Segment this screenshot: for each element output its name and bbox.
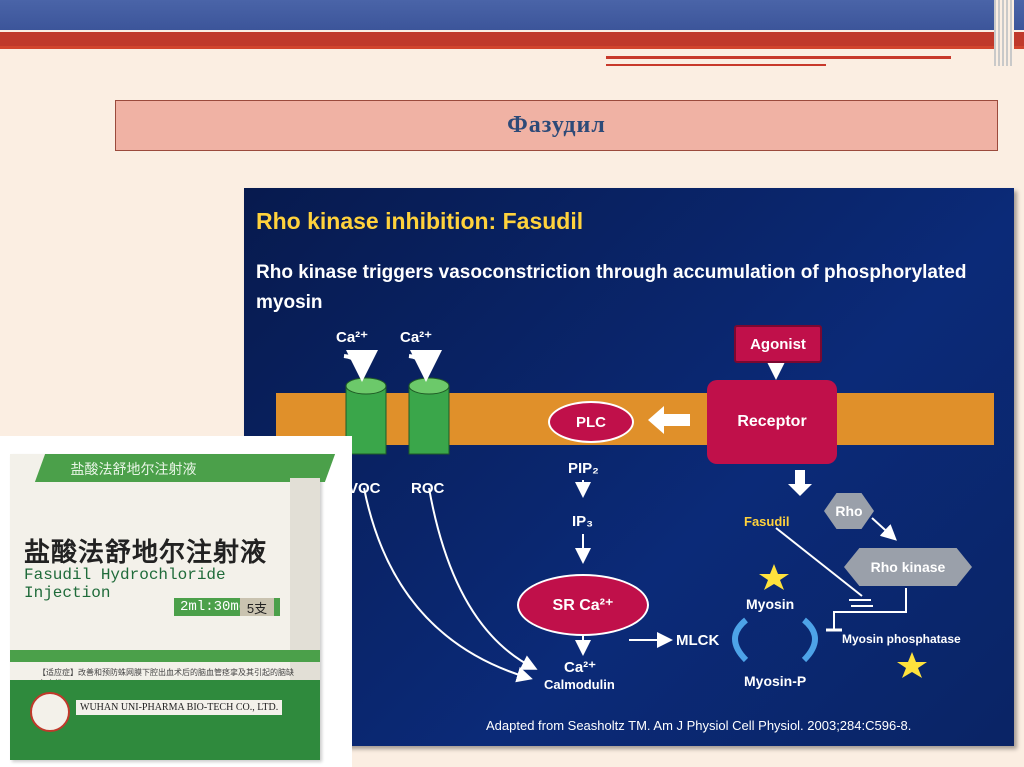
header-band-blue — [0, 0, 1024, 30]
label-ca-calmodulin: Ca²⁺ — [564, 659, 597, 676]
label-pip2: PIP₂ — [568, 460, 599, 477]
company-logo-icon — [30, 692, 70, 732]
package-green-band — [10, 650, 320, 662]
rho-to-rhokinase-arrow — [871, 517, 897, 541]
diagram-graphics — [276, 349, 994, 683]
voc-channel — [345, 377, 387, 455]
activation-star — [759, 564, 789, 590]
label-calmodulin: Calmodulin — [544, 677, 615, 692]
node-plc: PLC — [548, 401, 634, 443]
myosin-cycle-arrow — [801, 617, 818, 663]
package-box: 盐酸法舒地尔注射液 盐酸法舒地尔注射液 Fasudil Hydrochlorid… — [10, 454, 336, 760]
fasudil-inhibition-line — [775, 527, 863, 597]
rhokinase-inhibition-line — [833, 588, 907, 630]
package-name-en: Fasudil Hydrochloride Injection — [24, 566, 226, 602]
slide-title: Фазудил — [507, 112, 606, 138]
decor-stripe — [606, 56, 951, 59]
roc-flux-curve — [428, 487, 538, 670]
header-band-red-line — [0, 46, 1024, 49]
label-myosin-phosphatase: Myosin phosphatase — [842, 632, 961, 646]
node-sr-ca: SR Ca²⁺ — [517, 574, 649, 636]
header-band-red — [0, 32, 1024, 46]
node-receptor: Receptor — [707, 380, 837, 464]
voc-flux-curve — [363, 487, 533, 683]
receptor-to-rho-arrow — [788, 470, 812, 496]
label-roc: ROC — [411, 480, 445, 497]
decor-stripe — [606, 64, 826, 66]
label-myosin-p: Myosin-P — [744, 673, 807, 689]
activation-star — [897, 652, 927, 678]
receptor-to-plc-arrow — [648, 406, 690, 434]
label-fasudil: Fasudil — [744, 514, 790, 529]
figure-title: Rho kinase inhibition: Fasudil — [256, 208, 584, 234]
rho-kinase-diagram: Rho kinase inhibition: Fasudil Rho kinas… — [244, 188, 1014, 746]
myosin-cycle-arrow — [732, 617, 749, 663]
fasudil-package-photo: 盐酸法舒地尔注射液 盐酸法舒地尔注射液 Fasudil Hydrochlorid… — [0, 436, 352, 767]
node-agonist: Agonist — [734, 325, 822, 363]
label-ca-voc: Ca²⁺ — [336, 329, 369, 346]
slide-title-box: Фазудил — [115, 100, 998, 151]
node-rho-kinase: Rho kinase — [844, 548, 972, 586]
label-mlck: MLCK — [676, 632, 720, 649]
decor-vertical-stripes — [994, 0, 1014, 66]
ca-entry-arrow — [343, 349, 378, 382]
cell-membrane — [276, 393, 994, 445]
label-ip3: IP₃ — [572, 513, 594, 530]
ca-entry-arrow — [408, 349, 442, 382]
roc-channel — [408, 377, 450, 455]
package-count: 5支 — [240, 598, 274, 616]
label-voc: VOC — [348, 480, 381, 497]
package-name-cn: 盐酸法舒地尔注射液 — [24, 537, 268, 567]
label-myosin: Myosin — [746, 596, 795, 612]
figure-subtitle: Rho kinase triggers vasoconstriction thr… — [256, 262, 967, 313]
figure-credit: Adapted from Seasholtz TM. Am J Physiol … — [486, 718, 912, 733]
label-ca-roc: Ca²⁺ — [400, 329, 433, 346]
package-top-text: 盐酸法舒地尔注射液 — [70, 461, 197, 477]
package-company: WUHAN UNI-PHARMA BIO-TECH CO., LTD. — [76, 700, 283, 715]
